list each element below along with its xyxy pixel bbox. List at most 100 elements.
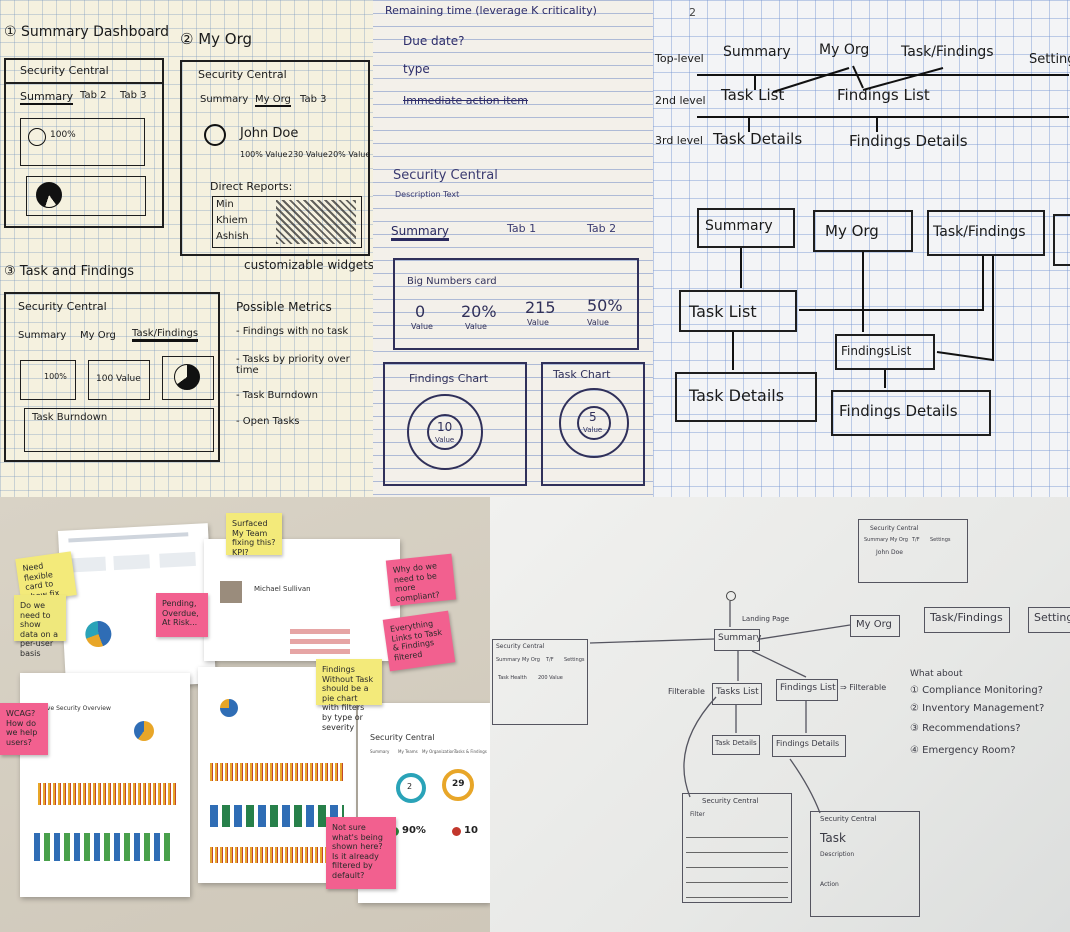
sketch-metric-1: - Findings with no task (236, 326, 349, 337)
sketch-report-3: Ashish (216, 231, 249, 242)
task-donut-chart (559, 388, 629, 458)
sitemap-top-4: Settings (1029, 52, 1070, 67)
sketch-metric-3: - Task Burndown (236, 390, 319, 401)
wb-list-sketch (682, 793, 792, 903)
printout-tab-1: Summary (370, 749, 390, 754)
wb-tasks-list-box (712, 683, 762, 705)
printout-security-central: Security Central Summary My Teams My Org… (358, 703, 490, 903)
wb-list-filter: Filter (690, 811, 705, 818)
wb-task-details-label: Task Details (715, 739, 757, 747)
sketch-panel-big-numbers: Remaining time (leverage K criticality) … (373, 0, 653, 497)
wb-findings-details-box (772, 735, 846, 757)
printout-ring-2 (442, 769, 474, 801)
task-chart-value: 5 (589, 410, 597, 424)
findings-chart-center-label: Value (435, 436, 455, 444)
sketch-tasks-tab-1: Summary (18, 330, 67, 341)
task-chart-label: Task Chart (553, 368, 611, 381)
printout-donut-chart (220, 699, 238, 717)
wb-list-rows (686, 823, 788, 899)
printout-ring-2-value: 29 (452, 779, 465, 789)
avatar-icon (204, 124, 226, 146)
wb-topright-tab-3: T/F (912, 537, 920, 543)
findings-donut-chart (407, 394, 483, 470)
wb-task-sketch (810, 811, 920, 917)
printout-score: 90% (402, 825, 426, 836)
flow-myorg-label: My Org (825, 222, 879, 240)
number-4-label: Value (587, 318, 609, 327)
sketch-panel-sitemap: 2 Top-level 2nd level 3rd level Summary … (653, 0, 1070, 497)
wb-findings-details-label: Findings Details (776, 739, 840, 748)
sketch-person-stat-3: 20% Value (328, 150, 371, 159)
sitemap-top-3: Task/Findings (901, 44, 994, 60)
flow-box-task-details (675, 372, 817, 422)
wb-left-sketch (492, 639, 588, 725)
printout-ring-1 (396, 773, 426, 803)
sketch-tab-2: Tab 2 (587, 222, 617, 235)
sticky-note-yellow-4: Findings Without Task should be a pie ch… (316, 659, 382, 732)
sitemap-second-1: Task List (721, 86, 785, 104)
flow-box-findings-list (835, 334, 935, 370)
printout-person-name: Michael Sullivan (254, 585, 311, 593)
wb-left-value-1: Task Health (498, 675, 527, 681)
flow-findings-list-label: FindingsList (841, 344, 912, 358)
note-line-1: Remaining time (leverage K criticality) (385, 4, 597, 17)
sketch-description: Description Text (395, 190, 460, 199)
findings-chart-label: Findings Chart (409, 372, 489, 385)
sticky-note-pink-5: WCAG? How do we help users? (0, 703, 48, 755)
title-task-findings: ③ Task and Findings (4, 264, 135, 279)
sketch-person-stat-2: 230 Value (288, 150, 328, 159)
flow-box-myorg (813, 210, 913, 252)
wb-findings-list-box (776, 679, 838, 701)
flow-arrows (732, 65, 994, 388)
sketch-tasks-card-2 (88, 360, 150, 400)
wb-topright-tab-1: Summary (864, 537, 889, 543)
printout-my-team: Michael Sullivan (204, 539, 400, 661)
sketch-myorg-frame (180, 60, 370, 256)
sticky-note-pink-4: Not sure what's being shown here? Is it … (326, 817, 396, 889)
title-summary-dashboard: ① Summary Dashboard (4, 24, 170, 40)
sketch-metric-2: - Tasks by priority over time (236, 354, 350, 376)
printout-heading: Effective Security Overview (28, 705, 111, 712)
wb-question-4: ④ Emergency Room? (910, 745, 1016, 756)
person-icon (726, 591, 736, 601)
sketch-tasks-card-1 (20, 360, 76, 400)
sitemap-third-2: Findings Details (849, 132, 968, 150)
number-2-label: Value (465, 322, 487, 331)
sketch-big-numbers-card (393, 258, 639, 350)
sketch-person-name: John Doe (240, 126, 299, 141)
wb-left-app-name: Security Central (496, 643, 545, 650)
pie-chart-icon (36, 182, 62, 208)
wb-summary-box (714, 629, 760, 651)
wb-tasks-list-label: Tasks List (716, 687, 759, 697)
sketch-tasks-card-2-value: 100 Value (96, 374, 141, 384)
printout-app-name: Security Central (370, 733, 435, 742)
note-line-4: Immediate action item (403, 94, 529, 107)
sketch-report-2: Khiem (216, 215, 248, 226)
wb-topright-person: John Doe (876, 549, 903, 556)
level-third: 3rd level (655, 134, 703, 147)
printout-bar-chart-2 (34, 833, 174, 861)
printout-bar-chart (210, 763, 344, 781)
number-3-label: Value (527, 318, 549, 327)
sitemap-third-1: Task Details (713, 130, 803, 148)
note-line-3: type (403, 62, 430, 76)
wb-task-title: Security Central (820, 815, 877, 823)
wb-left-value-2: 200 Value (538, 675, 563, 681)
avatar (220, 581, 242, 603)
wb-task-findings-label: Task/Findings (930, 611, 1003, 624)
sitemap-top-2: My Org (819, 42, 870, 58)
wb-myorg-label: My Org (856, 619, 892, 630)
sketch-tasks-app-name: Security Central (18, 300, 107, 313)
findings-donut-inner (427, 414, 463, 450)
sketch-card-big-number (20, 118, 145, 166)
sketch-big-numbers-label: Big Numbers card (407, 276, 497, 287)
flow-findings-details-label: Findings Details (839, 402, 958, 420)
sketch-person-stat-1: 100% Value (240, 150, 288, 159)
sticky-note-yellow-2: Surfaced My Team fixing this? KPI? (226, 513, 282, 557)
sketch-tab-1: Tab 1 (507, 222, 537, 235)
wb-topright-tab-4: Settings (930, 537, 951, 543)
sketch-metric-4: - Open Tasks (236, 416, 300, 427)
printout-donut-chart (134, 721, 154, 741)
number-4-value: 50% (587, 296, 623, 315)
alert-icon (452, 827, 461, 836)
